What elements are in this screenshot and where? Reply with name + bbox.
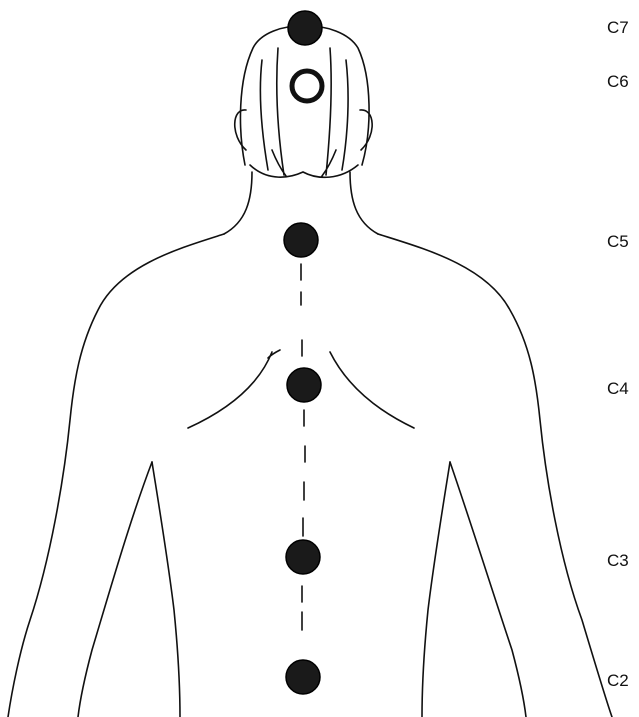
- label-c2: C2: [607, 672, 629, 689]
- right-inner-arm: [450, 462, 526, 717]
- label-c7: C7: [607, 19, 629, 36]
- neck-left: [224, 172, 252, 234]
- label-c6: C6: [607, 73, 629, 90]
- spine-line: [301, 264, 305, 630]
- label-c4: C4: [607, 380, 629, 397]
- point-c2-filled: [286, 660, 320, 694]
- label-c3: C3: [607, 552, 629, 569]
- left-blade-tip: [268, 350, 280, 358]
- right-ear: [360, 110, 372, 150]
- right-torso-side: [422, 462, 450, 717]
- point-c5-filled: [284, 223, 318, 257]
- right-shoulder-blade: [330, 352, 414, 428]
- point-c6-hollow: [292, 71, 322, 101]
- point-c4-filled: [287, 368, 321, 402]
- label-c5: C5: [607, 233, 629, 250]
- hair-strands: [250, 48, 358, 177]
- left-torso-side: [152, 462, 180, 717]
- neck-right: [350, 172, 378, 234]
- point-c3-filled: [286, 540, 320, 574]
- left-shoulder-arm: [8, 234, 224, 717]
- left-inner-arm: [78, 462, 152, 717]
- left-shoulder-blade: [188, 352, 272, 428]
- right-shoulder-arm: [378, 234, 612, 717]
- point-c7-filled: [288, 11, 322, 45]
